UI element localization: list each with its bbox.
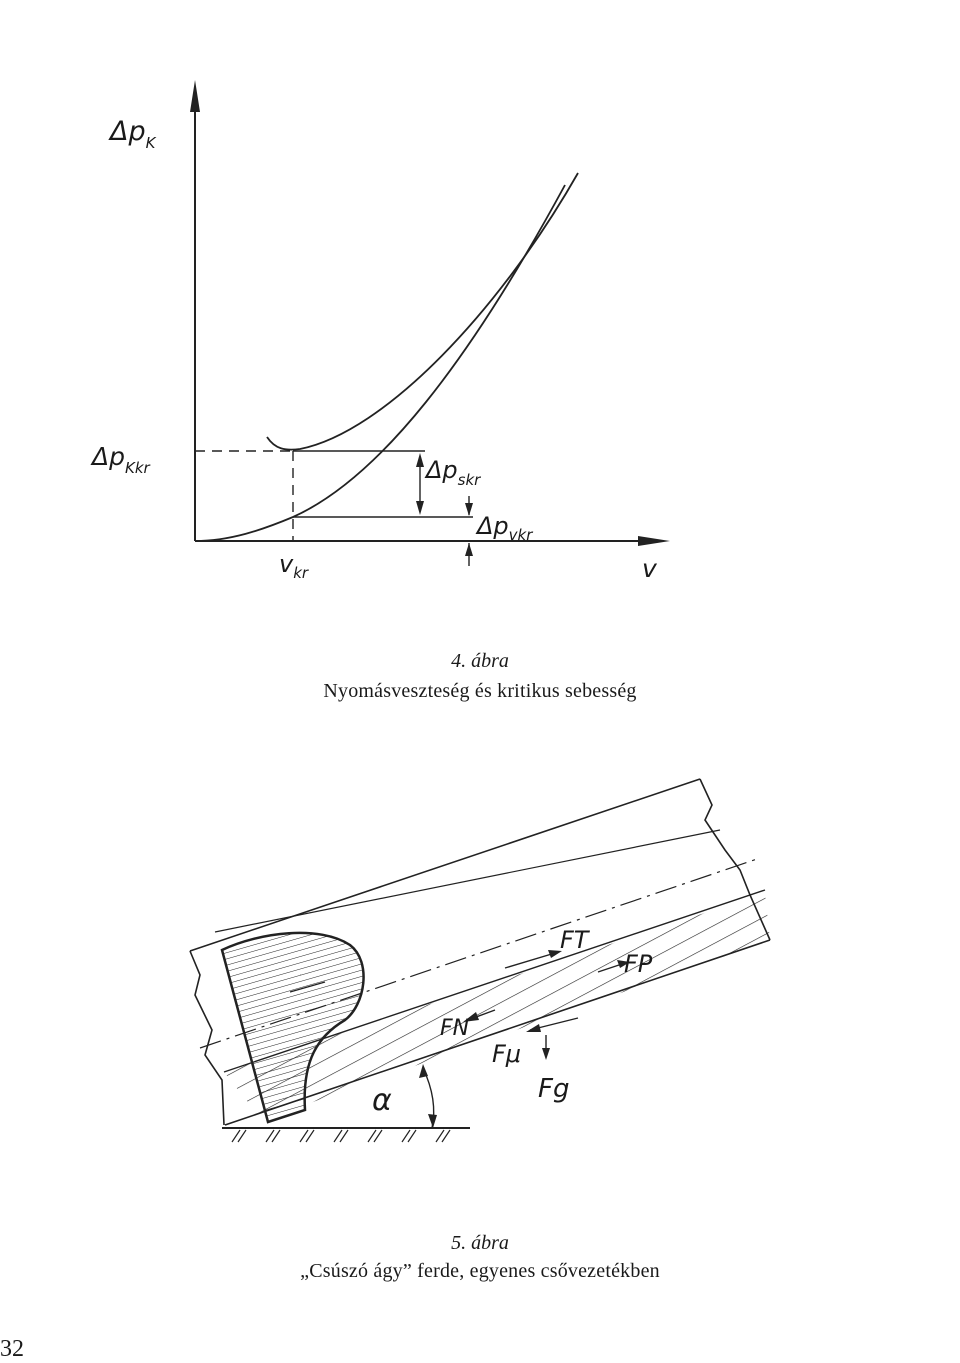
force-p-head — [617, 960, 630, 968]
figure-5-diagram: FT FP FN Fμ Fg α — [189, 778, 771, 1143]
delta-v-arrow-head-top — [465, 503, 473, 516]
x-axis-label: v — [642, 554, 658, 583]
force-g-head — [542, 1048, 550, 1060]
delta-s-arrow-head-top — [416, 453, 424, 467]
force-g-label: Fg — [538, 1074, 569, 1104]
pipe-break-right — [699, 778, 771, 941]
force-t-arrow — [504, 952, 556, 969]
x-axis-arrow — [638, 536, 670, 546]
angle-label: α — [372, 1083, 392, 1118]
force-mu-label: Fμ — [492, 1040, 521, 1068]
force-p-label: FP — [624, 950, 653, 978]
ground-hatch — [231, 1129, 451, 1143]
force-n-head — [463, 1012, 479, 1022]
figure-4-caption-number: 4. ábra — [0, 650, 960, 673]
pipe-inner-top — [214, 829, 721, 933]
pipe-break-left — [189, 950, 225, 1126]
figure-5-caption-text: „Csúszó ágy” ferde, egyenes csővezetékbe… — [300, 1260, 660, 1282]
force-n-label: FN — [440, 1016, 469, 1041]
delta-v-arrow-head-bottom — [465, 543, 473, 556]
figure-5-caption: „Csúszó ágy” ferde, egyenes csővezetékbe… — [0, 1260, 960, 1283]
upper-curve — [266, 172, 579, 451]
angle-arrow-bottom — [428, 1114, 437, 1128]
delta-s-arrow-head-bottom — [416, 501, 424, 515]
force-t-head — [548, 950, 562, 958]
force-mu-head — [526, 1024, 541, 1032]
figure-4-number: 4. ábra — [451, 650, 509, 672]
figure-4-caption: Nyomásveszteség és kritikus sebesség — [0, 680, 960, 703]
bed-inner-arrow — [289, 981, 326, 993]
angle-arrow-top — [419, 1064, 428, 1078]
figure-5-caption-number: 5. ábra — [0, 1232, 960, 1255]
figure-4-caption-text: Nyomásveszteség és kritikus sebesség — [323, 680, 637, 702]
delta-v-label: Δpvkr — [475, 512, 533, 544]
figure-5-number: 5. ábra — [451, 1232, 509, 1254]
pipe-wall-hatch — [224, 893, 770, 1120]
delta-s-label: Δpskr — [424, 456, 481, 489]
sliding-bed — [220, 931, 365, 1124]
x-crit-label: vkr — [279, 550, 309, 582]
figure-4-chart: ΔpK ΔpKkr Δpskr Δpvkr vkr v — [90, 80, 670, 583]
pipe-top-edge — [189, 778, 701, 952]
force-t-label: FT — [560, 926, 591, 954]
y-axis-arrow — [190, 80, 200, 112]
pipe-bottom-edge — [224, 939, 771, 1126]
page-number: 32 — [0, 1336, 24, 1362]
lower-curve — [194, 184, 566, 542]
y-axis-label: ΔpK — [108, 116, 157, 152]
pipe-centerline — [199, 857, 761, 1049]
y-crit-label: ΔpKkr — [90, 442, 151, 477]
